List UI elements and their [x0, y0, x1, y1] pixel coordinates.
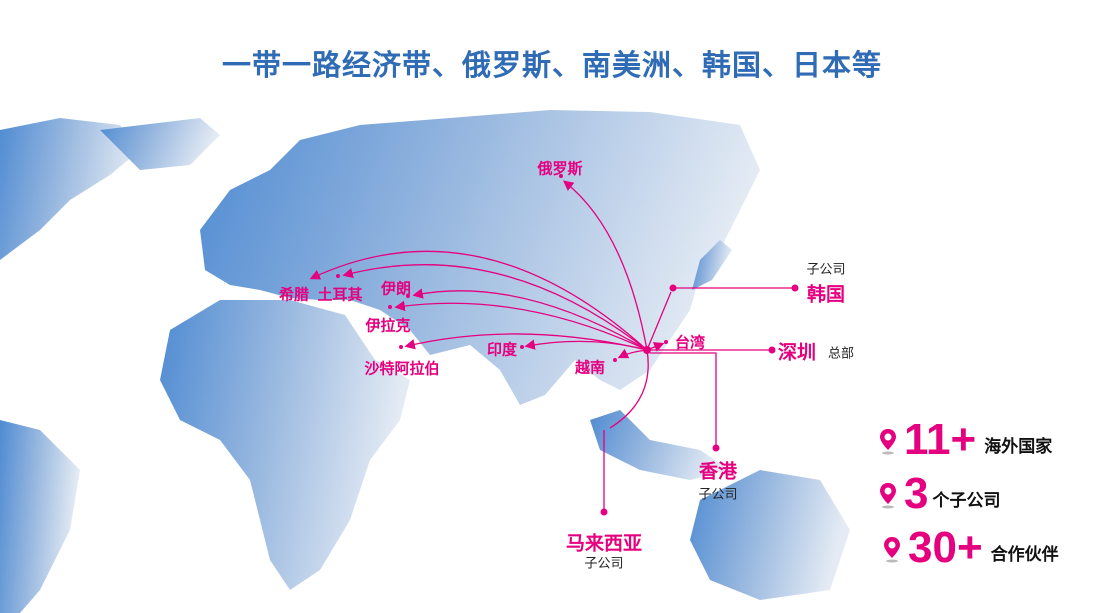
route-malaysia [603, 349, 649, 512]
label-hongkong: 香港 [698, 460, 738, 483]
route-iraq [394, 300, 648, 351]
page-title: 一带一路经济带、俄罗斯、南美洲、韩国、日本等 [221, 48, 882, 82]
location-pin-icon [880, 429, 896, 455]
label-greece: 希腊 [278, 285, 310, 304]
route-russia [562, 180, 648, 351]
malaysia-subsidiary: 子公司 [584, 556, 624, 572]
label-taiwan: 台湾 [674, 333, 706, 352]
label-iraq: 伊拉克 [365, 316, 411, 335]
label-turkey: 土耳其 [317, 285, 363, 304]
label-saudi: 沙特阿拉伯 [364, 359, 440, 378]
location-pin-icon [880, 483, 896, 509]
stat-label: 合作伙伴 [990, 545, 1059, 565]
label-malaysia: 马来西亚 [565, 532, 643, 555]
location-dots [336, 174, 799, 516]
korea-subsidiary: 子公司 [806, 262, 846, 278]
stat-label: 海外国家 [984, 437, 1053, 457]
route-turkey [342, 264, 648, 351]
label-india: 印度 [486, 340, 518, 359]
label-iran: 伊朗 [380, 279, 412, 298]
stat-value: 3 [904, 469, 929, 518]
label-russia: 俄罗斯 [537, 159, 583, 178]
label-vietnam: 越南 [574, 358, 606, 377]
location-pin-icon [884, 537, 900, 563]
route-greece [309, 250, 648, 351]
label-korea: 韩国 [806, 283, 846, 306]
stat-value: 11+ [904, 415, 977, 464]
route-korea [646, 287, 795, 351]
hongkong-subsidiary: 子公司 [698, 487, 738, 503]
route-india [524, 339, 648, 351]
route-hongkong [650, 352, 717, 448]
stat-subsidiaries: 3 个子公司 [878, 469, 1001, 518]
stat-label: 个子公司 [932, 491, 1001, 511]
label-shenzhen: 深圳 [777, 341, 817, 364]
stat-value: 30+ [908, 523, 983, 572]
route-iran [412, 288, 648, 351]
stat-partners: 30+ 合作伙伴 [882, 523, 1059, 572]
shenzhen-headquarters: 总部 [827, 346, 855, 362]
route-lines [309, 180, 795, 512]
stat-countries: 11+ 海外国家 [878, 415, 1053, 464]
